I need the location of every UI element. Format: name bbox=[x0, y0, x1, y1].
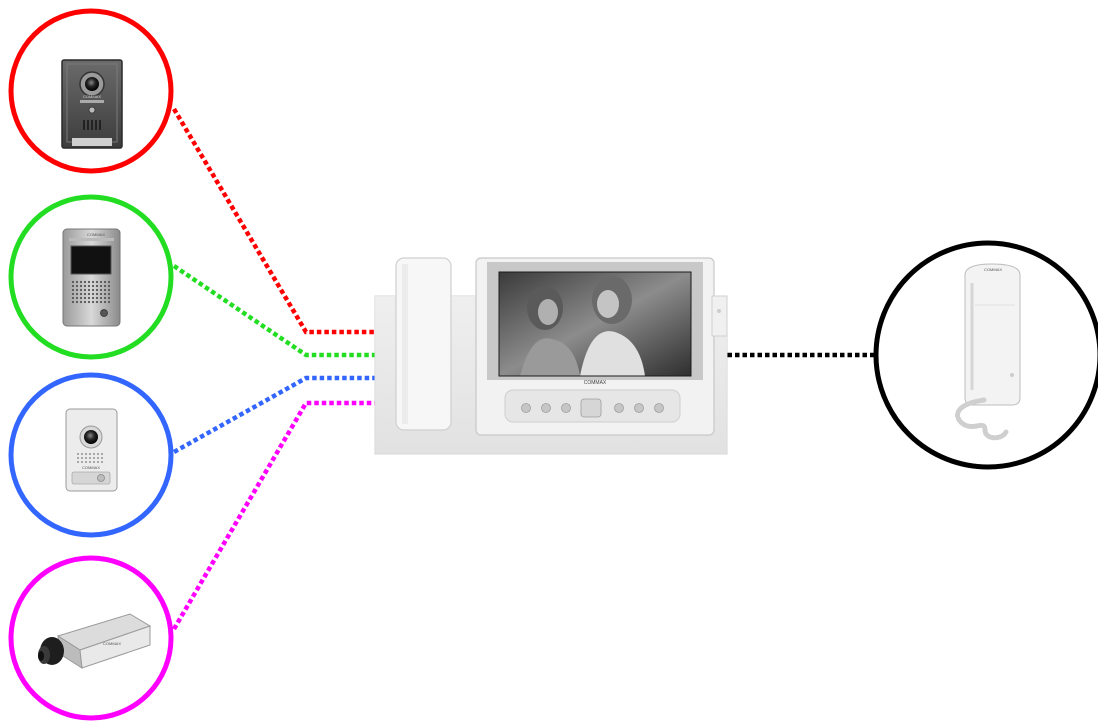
monitor-handset bbox=[396, 258, 451, 430]
monitor-body: COMMAX bbox=[476, 258, 714, 435]
device-red-door-camera: COMMAX bbox=[11, 11, 171, 171]
surface-door-camera-icon: COMMAX bbox=[66, 409, 117, 491]
camera-brand-label: COMMAX bbox=[83, 94, 101, 99]
color-door-camera-icon: COMMAX bbox=[63, 229, 120, 326]
camera-brand-label: COMMAX bbox=[87, 232, 105, 237]
device-magenta-cctv-camera: COMMAX bbox=[11, 558, 171, 718]
device-green-door-camera: COMMAX bbox=[11, 197, 171, 357]
interphone-brand-label: COMMAX bbox=[984, 267, 1002, 272]
device-black-interphone: COMMAX bbox=[876, 243, 1098, 467]
camera-brand-label: COMMAX bbox=[103, 641, 121, 646]
central-monitor: COMMAX bbox=[375, 258, 727, 454]
monitor-brand-label: COMMAX bbox=[584, 380, 607, 386]
device-blue-door-camera: COMMAX bbox=[11, 375, 171, 535]
vandal-door-camera-icon: COMMAX bbox=[62, 60, 122, 148]
connection-line-blue bbox=[174, 378, 375, 452]
camera-brand-label: COMMAX bbox=[82, 465, 100, 470]
connection-line-red bbox=[174, 109, 375, 332]
